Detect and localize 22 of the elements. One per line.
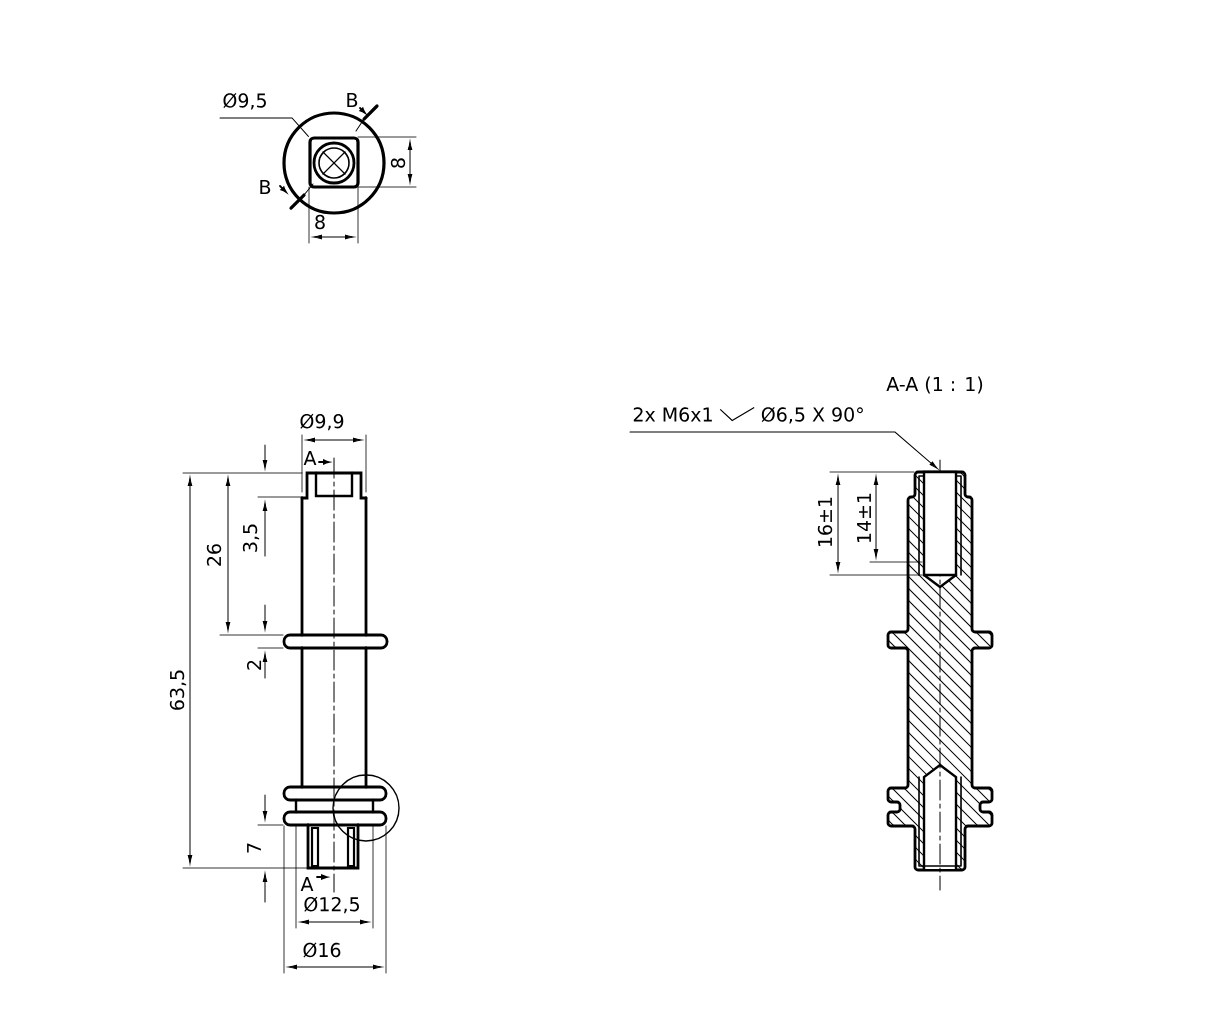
dimension-value: Ø9,9 <box>300 413 344 431</box>
square-socket <box>308 136 360 189</box>
section-letter: B <box>260 180 271 194</box>
leader-line <box>629 431 938 469</box>
dimension-value: Ø12,5 <box>304 896 359 914</box>
dimension-value: 63,5 <box>169 670 187 710</box>
section-title: A-A (1 : 1) <box>886 376 983 394</box>
dimension-value: 3,5 <box>242 524 260 552</box>
dimension-value: 8 <box>315 214 325 230</box>
dimension-value: 16±1 <box>817 497 833 546</box>
dimension-value: 14±1 <box>857 493 871 542</box>
leader-line <box>219 117 309 137</box>
dimension-value: 26 <box>206 544 222 566</box>
dimension-value: Ø16 <box>303 942 341 958</box>
section-letter: A <box>303 451 317 465</box>
section-letter: B <box>347 93 358 107</box>
dimension-value: 2 <box>246 660 262 670</box>
leader-text: Ø9,5 <box>223 92 266 110</box>
dimension-value: 7 <box>247 843 261 853</box>
section-letter: A <box>300 877 314 891</box>
dimension-value: 8 <box>390 158 406 168</box>
note-text: 2x M6x1 Ø6,5 X 90° <box>633 406 863 424</box>
